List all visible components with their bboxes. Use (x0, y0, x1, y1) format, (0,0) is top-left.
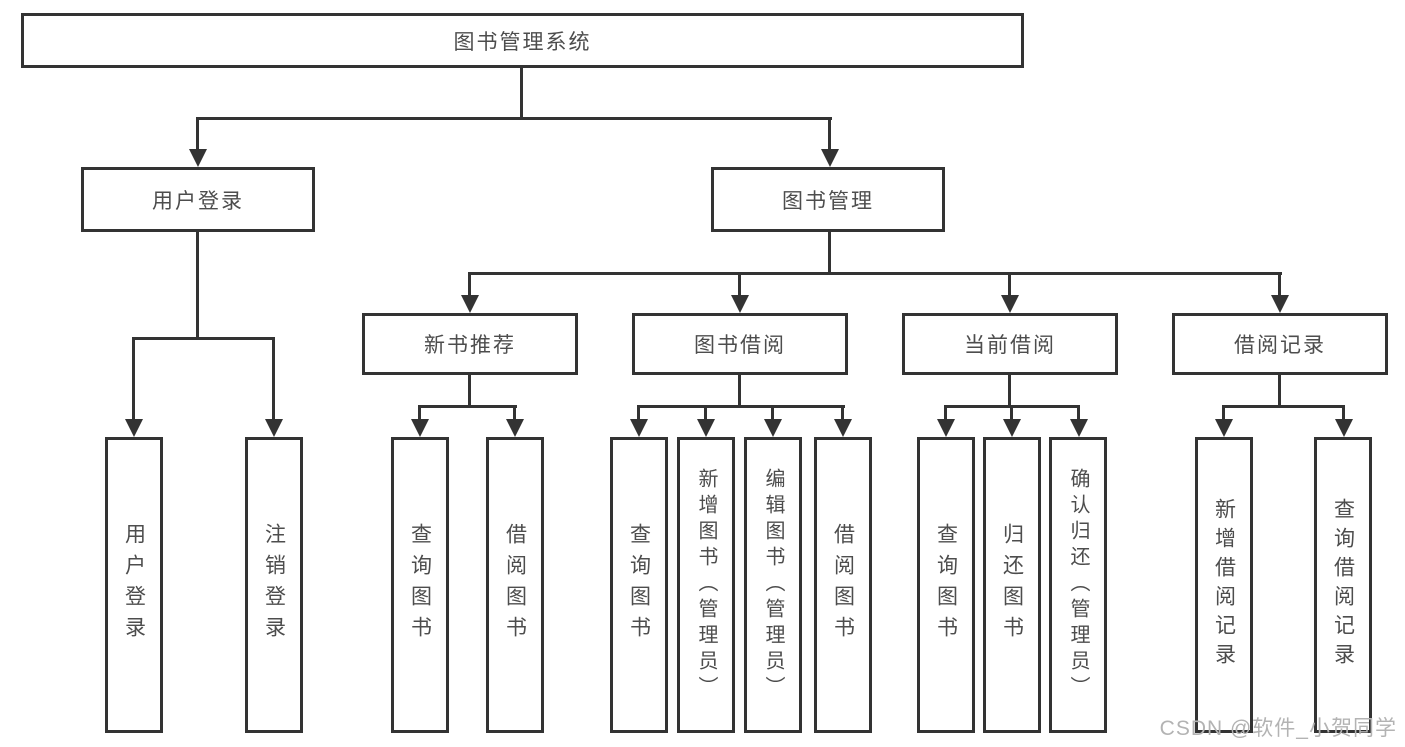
connector-borrow-stub (738, 375, 741, 405)
connector-newbook-horizontal (418, 405, 517, 408)
connector-drop-current-return (1010, 405, 1013, 421)
leaf-newbook-borrow-books: 借阅图书 (486, 437, 544, 733)
leaf-records-query-record: 查询借阅记录 (1314, 437, 1372, 733)
connector-drop-borrow-borrow (841, 405, 844, 421)
connector-drop-records-query (1342, 405, 1345, 421)
connector-drop-leaf-logout (272, 337, 275, 421)
connector-current-stub (1008, 375, 1011, 405)
arrowhead-book-management (821, 149, 839, 167)
arrowhead-newbook-borrow (506, 419, 524, 437)
arrowhead-leaf-logout (265, 419, 283, 437)
connector-drop-borrow-edit (771, 405, 774, 421)
connector-drop-borrow-query (637, 405, 640, 421)
arrowhead-borrow-query (630, 419, 648, 437)
leaf-newbook-query-books: 查询图书 (391, 437, 449, 733)
connector-drop-leaf-user-login (132, 337, 135, 421)
connector-newbook-stub (468, 375, 471, 405)
leaf-logout-login: 注销登录 (245, 437, 303, 733)
node-new-book-recommendation: 新书推荐 (362, 313, 578, 375)
arrowhead-newbook-query (411, 419, 429, 437)
node-new-book-recommendation-label: 新书推荐 (424, 334, 516, 357)
leaf-borrow-add-books-admin-label: 新增图书（管理员） (695, 468, 717, 702)
node-root: 图书管理系统 (21, 13, 1024, 68)
watermark: CSDN @软件_小贺同学 (1159, 717, 1397, 740)
arrowhead-new-book (461, 295, 479, 313)
connector-drop-current-confirm (1077, 405, 1080, 421)
leaf-current-confirm-return-admin-label: 确认归还（管理员） (1067, 468, 1089, 702)
leaf-newbook-query-books-label: 查询图书 (408, 523, 432, 647)
connector-records-stub (1278, 375, 1281, 405)
connector-user-stub (196, 232, 199, 337)
leaf-borrow-borrow-books-label: 借阅图书 (831, 523, 855, 647)
connector-drop-book-borrowing (738, 272, 741, 297)
arrowhead-user-login (189, 149, 207, 167)
leaf-current-query-books-label: 查询图书 (934, 523, 958, 647)
node-borrowing-records: 借阅记录 (1172, 313, 1388, 375)
arrowhead-current-confirm (1070, 419, 1088, 437)
connector-drop-book-management (828, 117, 831, 151)
node-user-login: 用户登录 (81, 167, 315, 232)
leaf-current-return-books-label: 归还图书 (1000, 523, 1024, 647)
node-book-borrowing-label: 图书借阅 (694, 334, 786, 357)
node-current-borrowing-label: 当前借阅 (964, 334, 1056, 357)
leaf-borrow-add-books-admin: 新增图书（管理员） (677, 437, 735, 733)
leaf-logout-login-label: 注销登录 (262, 523, 286, 647)
arrowhead-leaf-user-login (125, 419, 143, 437)
arrowhead-borrow-edit (764, 419, 782, 437)
leaf-records-query-record-label: 查询借阅记录 (1331, 498, 1355, 672)
leaf-newbook-borrow-books-label: 借阅图书 (503, 523, 527, 647)
connector-drop-newbook-borrow (513, 405, 516, 421)
arrowhead-book-borrowing (731, 295, 749, 313)
arrowhead-records-query (1335, 419, 1353, 437)
connector-root-horizontal (196, 117, 832, 120)
connector-drop-records-add (1222, 405, 1225, 421)
arrowhead-borrowing-records (1271, 295, 1289, 313)
leaf-current-return-books: 归还图书 (983, 437, 1041, 733)
arrowhead-records-add (1215, 419, 1233, 437)
leaf-user-login-label: 用户登录 (122, 523, 146, 647)
node-book-management-label: 图书管理 (782, 189, 874, 213)
leaf-records-add-record-label: 新增借阅记录 (1212, 498, 1236, 672)
node-book-management: 图书管理 (711, 167, 945, 232)
leaf-user-login: 用户登录 (105, 437, 163, 733)
connector-user-horizontal (132, 337, 275, 340)
leaf-borrow-edit-books-admin-label: 编辑图书（管理员） (762, 468, 784, 702)
leaf-borrow-borrow-books: 借阅图书 (814, 437, 872, 733)
leaf-borrow-query-books-label: 查询图书 (627, 523, 651, 647)
connector-drop-new-book (468, 272, 471, 297)
connector-drop-current-borrowing (1008, 272, 1011, 297)
node-root-label: 图书管理系统 (453, 30, 592, 54)
connector-mgmt-horizontal (468, 272, 1282, 275)
node-book-borrowing: 图书借阅 (632, 313, 848, 375)
connector-drop-current-query (944, 405, 947, 421)
connector-borrow-horizontal (637, 405, 845, 408)
connector-drop-newbook-query (418, 405, 421, 421)
connector-drop-borrow-add (704, 405, 707, 421)
connector-records-horizontal (1222, 405, 1345, 408)
connector-drop-borrowing-records (1278, 272, 1281, 297)
arrowhead-current-borrowing (1001, 295, 1019, 313)
connector-root-stub (520, 68, 523, 117)
leaf-records-add-record: 新增借阅记录 (1195, 437, 1253, 733)
node-borrowing-records-label: 借阅记录 (1234, 334, 1326, 357)
arrowhead-current-query (937, 419, 955, 437)
leaf-borrow-edit-books-admin: 编辑图书（管理员） (744, 437, 802, 733)
connector-mgmt-stub (828, 232, 831, 275)
leaf-borrow-query-books: 查询图书 (610, 437, 668, 733)
connector-drop-user-login (196, 117, 199, 151)
leaf-current-confirm-return-admin: 确认归还（管理员） (1049, 437, 1107, 733)
node-current-borrowing: 当前借阅 (902, 313, 1118, 375)
arrowhead-borrow-borrow (834, 419, 852, 437)
arrowhead-current-return (1003, 419, 1021, 437)
node-user-login-label: 用户登录 (152, 189, 244, 213)
leaf-current-query-books: 查询图书 (917, 437, 975, 733)
arrowhead-borrow-add (697, 419, 715, 437)
